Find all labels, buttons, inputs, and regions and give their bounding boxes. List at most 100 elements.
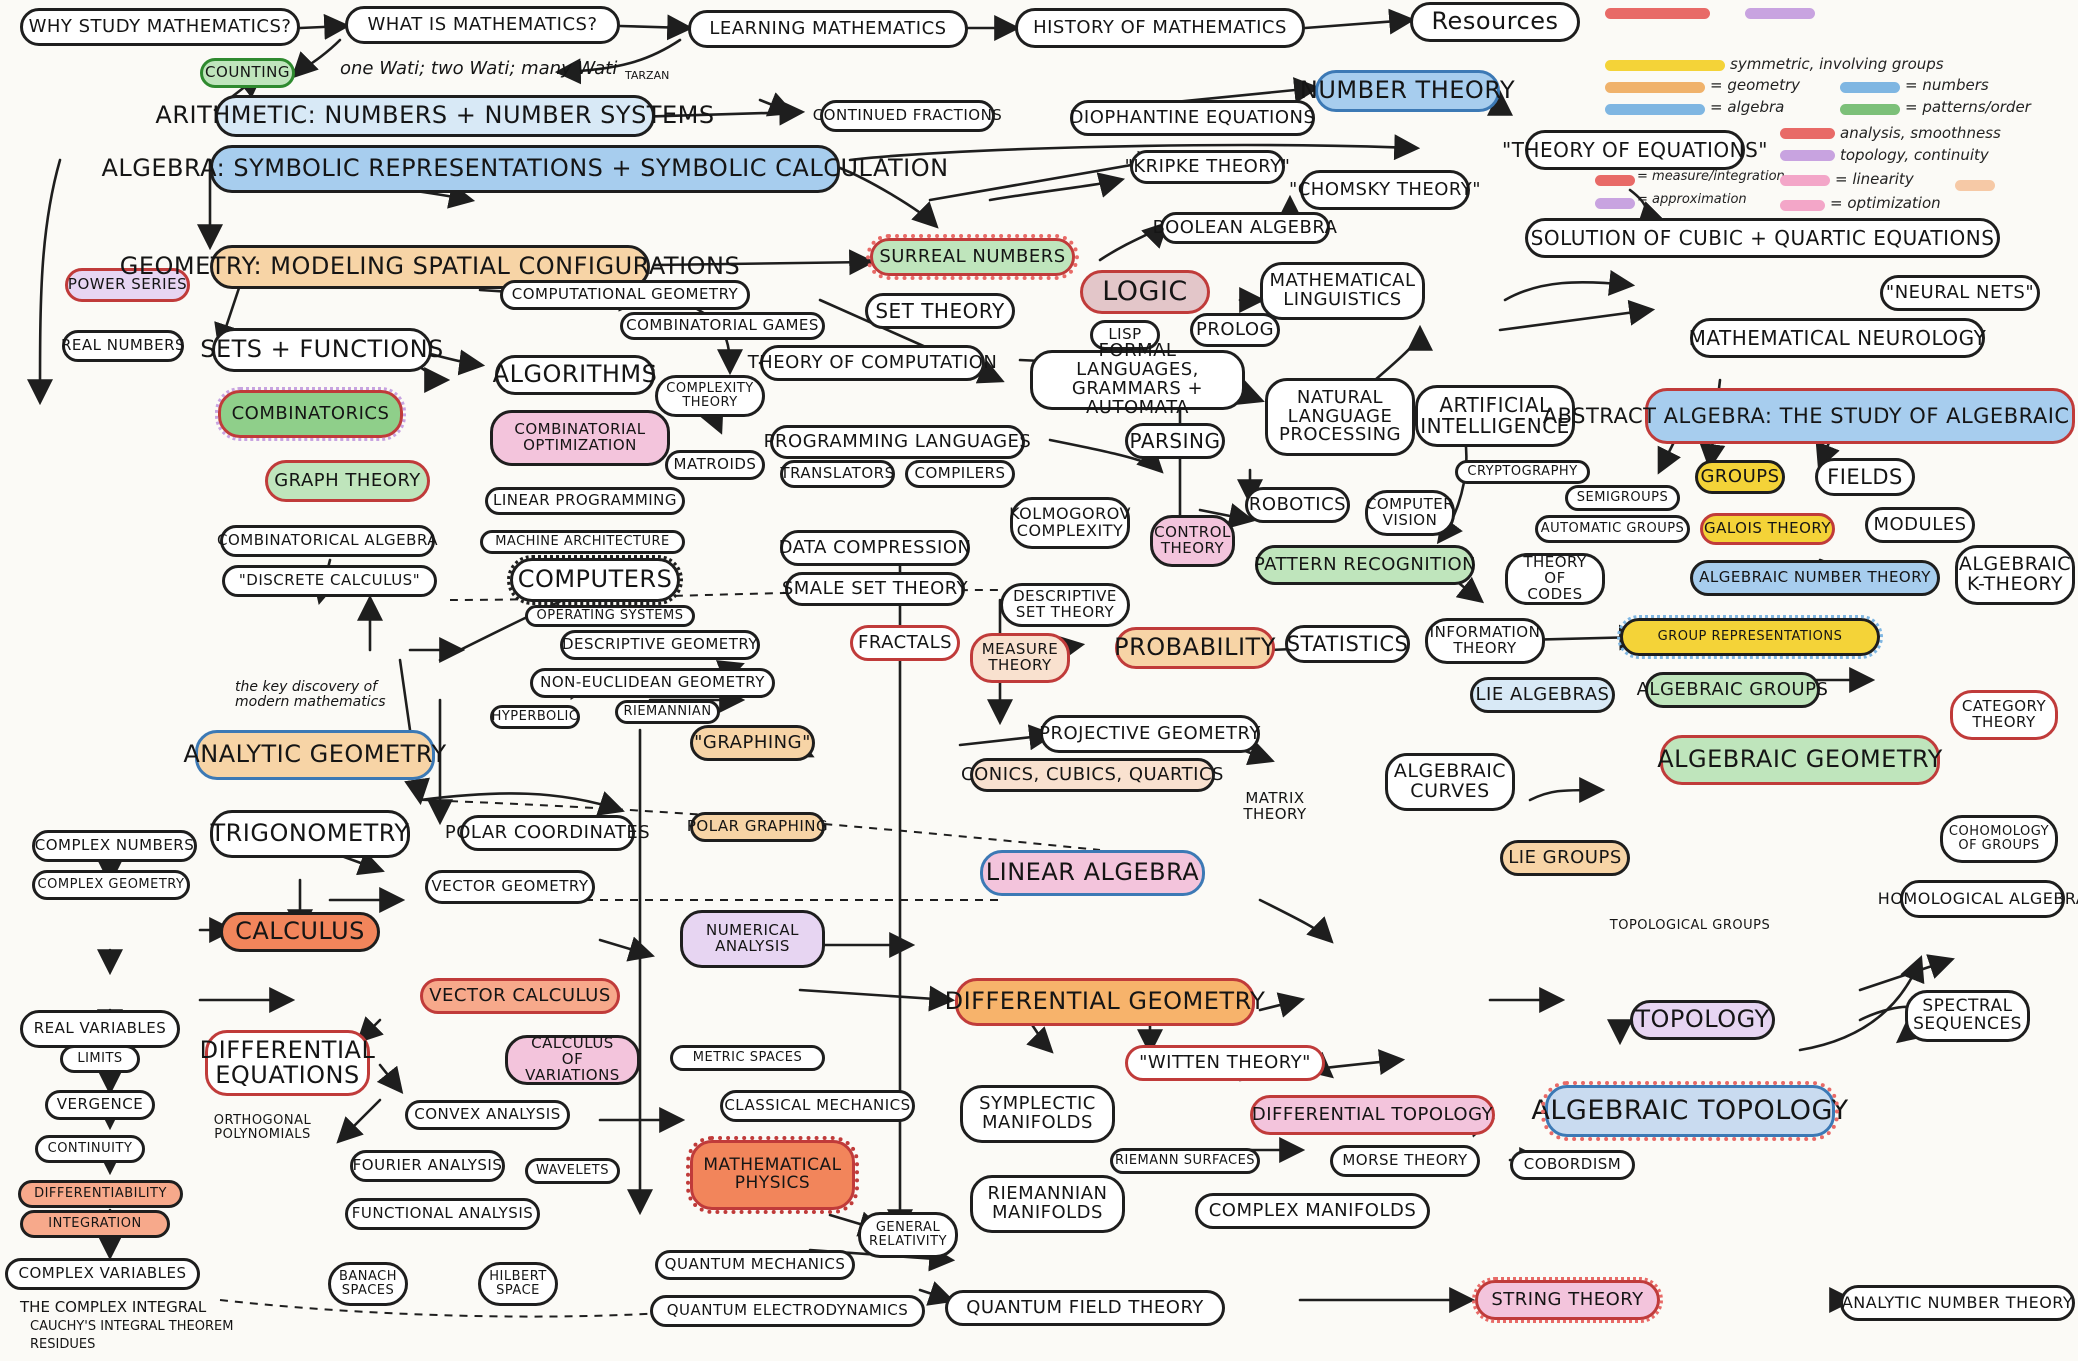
node-computer-vision[interactable]: COMPUTER VISION	[1365, 490, 1455, 536]
node-information-theory[interactable]: INFORMATION THEORY	[1425, 618, 1545, 664]
node-calculus[interactable]: CALCULUS	[220, 912, 380, 952]
node-probability[interactable]: PROBABILITY	[1114, 627, 1275, 669]
node-trigonometry[interactable]: TRIGONOMETRY	[210, 810, 410, 858]
node-nlp[interactable]: NATURAL LANGUAGE PROCESSING	[1265, 378, 1415, 456]
node-matrix-theory[interactable]: MATRIX THEORY	[1243, 789, 1307, 823]
node-algebraic-curves[interactable]: ALGEBRAIC CURVES	[1385, 753, 1515, 811]
node-ai[interactable]: ARTIFICIAL INTELLIGENCE	[1415, 385, 1575, 447]
node-automatic-groups[interactable]: AUTOMATIC GROUPS	[1535, 515, 1690, 543]
node-solution-cubic[interactable]: SOLUTION OF CUBIC + QUARTIC EQUATIONS	[1525, 218, 2000, 258]
node-complex-numbers[interactable]: COMPLEX NUMBERS	[32, 830, 197, 862]
node-metric-spaces[interactable]: METRIC SPACES	[670, 1045, 825, 1071]
node-polar-graphing[interactable]: POLAR GRAPHING	[687, 812, 828, 842]
node-math-linguistics[interactable]: MATHEMATICAL LINGUISTICS	[1260, 262, 1425, 320]
node-quantum-mechanics[interactable]: QUANTUM MECHANICS	[655, 1250, 855, 1280]
node-non-euclidean[interactable]: NON-EUCLIDEAN GEOMETRY	[530, 668, 775, 698]
node-statistics[interactable]: STATISTICS	[1285, 625, 1410, 663]
node-computational-geometry[interactable]: COMPUTATIONAL GEOMETRY	[500, 280, 750, 310]
node-algebraic-groups[interactable]: ALGEBRAIC GROUPS	[1637, 672, 1828, 708]
node-general-relativity[interactable]: GENERAL RELATIVITY	[858, 1212, 958, 1258]
node-vector-geometry[interactable]: VECTOR GEOMETRY	[425, 870, 595, 904]
node-arithmetic[interactable]: ARITHMETIC: NUMBERS + NUMBER SYSTEMS	[155, 95, 714, 137]
node-real-numbers[interactable]: REAL NUMBERS	[61, 330, 185, 362]
node-theory-computation[interactable]: THEORY OF COMPUTATION	[748, 345, 997, 381]
node-algebraic-k-theory[interactable]: ALGEBRAIC K-THEORY	[1955, 545, 2075, 605]
node-math-physics[interactable]: MATHEMATICAL PHYSICS	[686, 1136, 859, 1214]
node-formal-languages[interactable]: FORMAL LANGUAGES, GRAMMARS + AUTOMATA	[1030, 341, 1245, 417]
node-discrete-calculus[interactable]: "DISCRETE CALCULUS"	[222, 565, 437, 597]
node-conics[interactable]: CONICS, CUBICS, QUARTICS	[961, 758, 1223, 792]
node-algebraic-topology[interactable]: ALGEBRAIC TOPOLOGY	[1531, 1081, 1848, 1141]
node-geometry[interactable]: GEOMETRY: MODELING SPATIAL CONFIGURATION…	[120, 245, 740, 289]
node-lie-groups[interactable]: LIE GROUPS	[1500, 840, 1630, 876]
node-wavelets[interactable]: WAVELETS	[525, 1158, 620, 1184]
node-logic[interactable]: LOGIC	[1080, 270, 1210, 314]
node-complex-geometry[interactable]: COMPLEX GEOMETRY	[32, 870, 190, 900]
node-set-theory[interactable]: SET THEORY	[865, 293, 1015, 329]
node-witten[interactable]: "WITTEN THEORY"	[1125, 1045, 1325, 1081]
node-cryptography[interactable]: CRYPTOGRAPHY	[1455, 460, 1590, 484]
node-banach[interactable]: BANACH SPACES	[328, 1262, 408, 1306]
node-theory-equations[interactable]: "THEORY OF EQUATIONS"	[1502, 130, 1768, 170]
node-matroids[interactable]: MATROIDS	[665, 450, 765, 480]
node-combinatorics[interactable]: COMBINATORICS	[215, 387, 406, 441]
node-operating-systems[interactable]: OPERATING SYSTEMS	[525, 605, 695, 627]
node-semigroups[interactable]: SEMIGROUPS	[1565, 485, 1680, 511]
node-pattern-recognition[interactable]: PATTERN RECOGNITION	[1254, 545, 1476, 585]
node-number-theory[interactable]: NUMBER THEORY	[1300, 70, 1515, 112]
node-hyperbolic[interactable]: HYPERBOLIC	[490, 705, 580, 729]
node-surreal[interactable]: SURREAL NUMBERS	[866, 234, 1079, 280]
node-lie-algebras[interactable]: LIE ALGEBRAS	[1470, 677, 1615, 713]
node-convergence[interactable]: VERGENCE	[45, 1090, 155, 1120]
node-kripke[interactable]: "KRIPKE THEORY"	[1125, 150, 1290, 184]
node-algebraic-geometry[interactable]: ALGEBRAIC GEOMETRY	[1657, 735, 1942, 785]
node-polar-coordinates[interactable]: POLAR COORDINATES	[445, 815, 650, 851]
node-sets-functions[interactable]: SETS + FUNCTIONS	[200, 328, 443, 372]
node-differential-equations[interactable]: DIFFERENTIAL EQUATIONS	[200, 1030, 375, 1096]
node-string-theory[interactable]: STRING THEORY	[1472, 1277, 1663, 1323]
node-functional-analysis[interactable]: FUNCTIONAL ANALYSIS	[345, 1198, 540, 1230]
node-qft[interactable]: QUANTUM FIELD THEORY	[945, 1290, 1225, 1326]
node-qed[interactable]: QUANTUM ELECTRODYNAMICS	[650, 1295, 925, 1327]
node-math-neurology[interactable]: MATHEMATICAL NEUROLOGY	[1689, 318, 1986, 358]
node-lisp[interactable]: LISP	[1090, 320, 1160, 350]
node-complexity-theory[interactable]: COMPLEXITY THEORY	[655, 375, 765, 417]
node-category-theory[interactable]: CATEGORY THEORY	[1950, 690, 2058, 740]
node-orthogonal-polynomials[interactable]: ORTHOGONAL POLYNOMIALS	[213, 1113, 312, 1142]
node-linear-programming[interactable]: LINEAR PROGRAMMING	[485, 487, 685, 515]
node-prolog[interactable]: PROLOG	[1190, 313, 1280, 347]
node-machine-architecture[interactable]: MACHINE ARCHITECTURE	[480, 530, 685, 554]
node-complex-variables[interactable]: COMPLEX VARIABLES	[5, 1258, 200, 1290]
node-neural-nets[interactable]: "NEURAL NETS"	[1880, 275, 2040, 311]
node-limits[interactable]: LIMITS	[60, 1045, 140, 1073]
node-boolean[interactable]: BOOLEAN ALGEBRA	[1153, 212, 1337, 244]
node-graph-theory[interactable]: GRAPH THEORY	[265, 460, 430, 502]
node-computers[interactable]: COMPUTERS	[507, 555, 683, 605]
node-programming-languages[interactable]: PROGRAMMING LANGUAGES	[764, 425, 1031, 459]
node-differentiability[interactable]: DIFFERENTIABILITY	[18, 1180, 183, 1208]
node-cobordism[interactable]: COBORDISM	[1510, 1150, 1635, 1180]
node-homological[interactable]: HOMOLOGICAL ALGEBRA	[1878, 880, 2078, 918]
node-analytic-geometry[interactable]: ANALYTIC GEOMETRY	[183, 730, 446, 780]
node-symplectic[interactable]: SYMPLECTIC MANIFOLDS	[960, 1085, 1115, 1143]
node-diophantine[interactable]: DIOPHANTINE EQUATIONS	[1070, 100, 1315, 136]
node-chomsky[interactable]: "CHOMSKY THEORY"	[1289, 170, 1481, 210]
node-fractals[interactable]: FRACTALS	[850, 625, 960, 661]
node-morse[interactable]: MORSE THEORY	[1330, 1145, 1480, 1177]
node-topology[interactable]: TOPOLOGY	[1630, 1000, 1775, 1040]
node-riemann-surfaces[interactable]: RIEMANN SURFACES	[1110, 1148, 1260, 1174]
node-calculus-variations[interactable]: CALCULUS OF VARIATIONS	[505, 1035, 640, 1085]
node-abstract-algebra[interactable]: ABSTRACT ALGEBRA: THE STUDY OF ALGEBRAIC…	[1543, 388, 2078, 444]
node-linear-algebra[interactable]: LINEAR ALGEBRA	[980, 850, 1205, 896]
node-data-compression[interactable]: DATA COMPRESSION	[779, 530, 971, 566]
node-topological-groups[interactable]: TOPOLOGICAL GROUPS	[1609, 918, 1771, 934]
node-control-theory[interactable]: CONTROL THEORY	[1150, 515, 1235, 567]
node-groups[interactable]: GROUPS	[1695, 460, 1785, 494]
node-robotics[interactable]: ROBOTICS	[1245, 487, 1350, 523]
node-theory-codes[interactable]: THEORY OF CODES	[1505, 553, 1605, 605]
node-history[interactable]: HISTORY OF MATHEMATICS	[1015, 8, 1305, 48]
node-riemannian-manifolds[interactable]: RIEMANNIAN MANIFOLDS	[970, 1175, 1125, 1233]
node-why[interactable]: WHY STUDY MATHEMATICS?	[20, 8, 300, 46]
node-real-variables[interactable]: REAL VARIABLES	[20, 1010, 180, 1048]
node-classical-mechanics[interactable]: CLASSICAL MECHANICS	[720, 1090, 915, 1122]
